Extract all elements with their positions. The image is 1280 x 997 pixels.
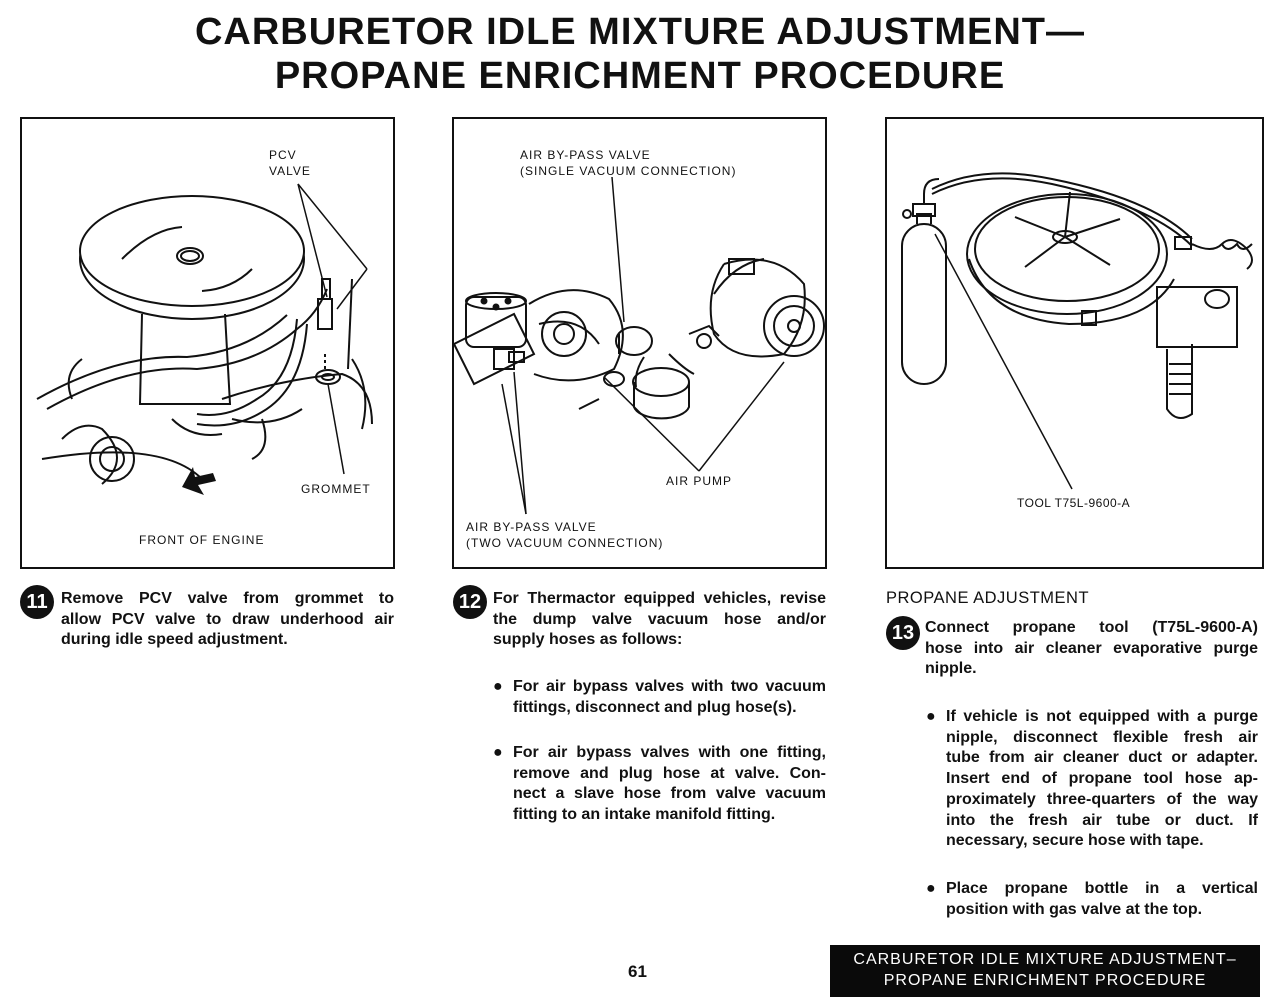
step-12-bullet-2-line-2: remove and plug hose at valve. Con- bbox=[513, 764, 826, 782]
step-13-line-1: Connect propane tool (T75L-9600-A) bbox=[925, 619, 1258, 636]
bypass-two-label-2: (TWO VACUUM CONNECTION) bbox=[466, 536, 664, 550]
step-12-bullet-2: ● For air bypass valves with one fitting… bbox=[493, 743, 826, 826]
bullet-dot: ● bbox=[493, 744, 503, 761]
propane-adjustment-heading: PROPANE ADJUSTMENT bbox=[886, 589, 1090, 607]
footer-line-2: PROPANE ENRICHMENT PROCEDURE bbox=[883, 972, 1207, 989]
step-13-bullet-2-line-2: position with gas valve at the top. bbox=[946, 900, 1203, 918]
step-13-bullet-1-line-1: If vehicle is not equipped with a purge bbox=[946, 708, 1258, 725]
step-13-bullet-2-line-1: Place propane bottle in a vertical bbox=[946, 880, 1258, 897]
step-11-badge: 11 bbox=[20, 585, 54, 619]
step-13-line-3: nipple. bbox=[925, 660, 977, 677]
air-pump-label: AIR PUMP bbox=[666, 474, 733, 488]
step-13-text: Connect propane tool (T75L-9600-A) hose … bbox=[925, 618, 1258, 680]
step-13-line-2: hose into air cleaner evaporative purge bbox=[925, 639, 1258, 657]
tool-label: TOOL T75L-9600-A bbox=[1017, 496, 1131, 510]
step-13-bullet-1: ● If vehicle is not equipped with a purg… bbox=[926, 707, 1258, 852]
page-title-line-2: PROPANE ENRICHMENT PROCEDURE bbox=[274, 55, 1006, 97]
air-pump-drawing bbox=[454, 176, 825, 515]
step-12-bullet-1-line-1: For air bypass valves with two vacuum bbox=[513, 678, 826, 695]
step-12-bullet-2-line-4: fitting to an intake manifold fitting. bbox=[513, 806, 776, 824]
step-13-bullet-1-line-3: tube from air cleaner duct or adapter. bbox=[946, 749, 1258, 767]
page-number: 61 bbox=[628, 962, 647, 981]
step-13-bullet-1-line-7: necessary, secure hose with tape. bbox=[946, 832, 1204, 850]
air-bypass-valve-illustration: AIR BY-PASS VALVE (SINGLE VACUUM CONNECT… bbox=[452, 117, 827, 569]
propane-tool-illustration: TOOL T75L-9600-A bbox=[885, 117, 1264, 569]
step-12-bullet-1-line-2: fittings, disconnect and plug hose(s). bbox=[513, 698, 797, 716]
propane-bottle-drawing bbox=[901, 172, 1253, 490]
step-11-text: Remove PCV valve from grommet to allow P… bbox=[61, 589, 394, 651]
footer-tab: CARBURETOR IDLE MIXTURE ADJUSTMENT– PROP… bbox=[830, 945, 1260, 997]
bypass-two-label-1: AIR BY-PASS VALVE bbox=[466, 520, 597, 534]
step-12-badge: 12 bbox=[453, 585, 487, 619]
bullet-dot: ● bbox=[926, 880, 936, 897]
pcv-label-2: VALVE bbox=[269, 164, 311, 178]
footer-line-1: CARBURETOR IDLE MIXTURE ADJUSTMENT– bbox=[853, 951, 1237, 968]
step-13-bullet-1-line-2: nipple, disconnect flexible fresh air bbox=[946, 728, 1258, 746]
step-13-bullet-2: ● Place propane bottle in a vertical pos… bbox=[926, 879, 1258, 920]
pcv-valve-illustration: PCV VALVE GROMMET FRONT OF ENGINE bbox=[20, 117, 395, 569]
step-12-line-3: supply hoses as follows: bbox=[493, 631, 683, 648]
engine-pcv-drawing bbox=[36, 183, 373, 495]
step-12-text: For Thermactor equipped vehicles, revise… bbox=[493, 589, 826, 651]
front-of-engine-label: FRONT OF ENGINE bbox=[139, 533, 265, 547]
step-11-line-1: Remove PCV valve from grommet to bbox=[61, 590, 394, 607]
step-12-line-2: the dump valve vacuum hose and/or bbox=[493, 610, 826, 628]
step-11-line-3: during idle speed adjustment. bbox=[61, 631, 288, 648]
step-12-bullet-2-line-1: For air bypass valves with one fitting, bbox=[513, 744, 826, 761]
step-12-bullet-1: ● For air bypass valves with two vacuum … bbox=[493, 677, 826, 718]
step-13-bullet-1-line-5: proximately three-quarters of the way bbox=[946, 790, 1258, 808]
page-title-line-1: CARBURETOR IDLE MIXTURE ADJUSTMENT— bbox=[194, 11, 1086, 53]
step-13-badge: 13 bbox=[886, 616, 920, 650]
grommet-label: GROMMET bbox=[301, 482, 371, 496]
bullet-dot: ● bbox=[926, 708, 936, 725]
step-13-bullet-1-line-4: Insert end of propane tool hose ap- bbox=[946, 770, 1258, 788]
step-12-bullet-2-line-3: nect a slave hose from valve vacuum bbox=[513, 785, 826, 803]
pcv-label-1: PCV bbox=[269, 148, 297, 162]
bypass-single-label-1: AIR BY-PASS VALVE bbox=[520, 148, 651, 162]
bullet-dot: ● bbox=[493, 678, 503, 695]
bypass-single-label-2: (SINGLE VACUUM CONNECTION) bbox=[520, 164, 737, 178]
step-11-line-2: allow PCV valve to draw underhood air bbox=[61, 610, 394, 628]
step-13-bullet-1-line-6: into the fresh air tube or duct. If bbox=[946, 811, 1258, 829]
step-12-line-1: For Thermactor equipped vehicles, revise bbox=[493, 590, 826, 607]
